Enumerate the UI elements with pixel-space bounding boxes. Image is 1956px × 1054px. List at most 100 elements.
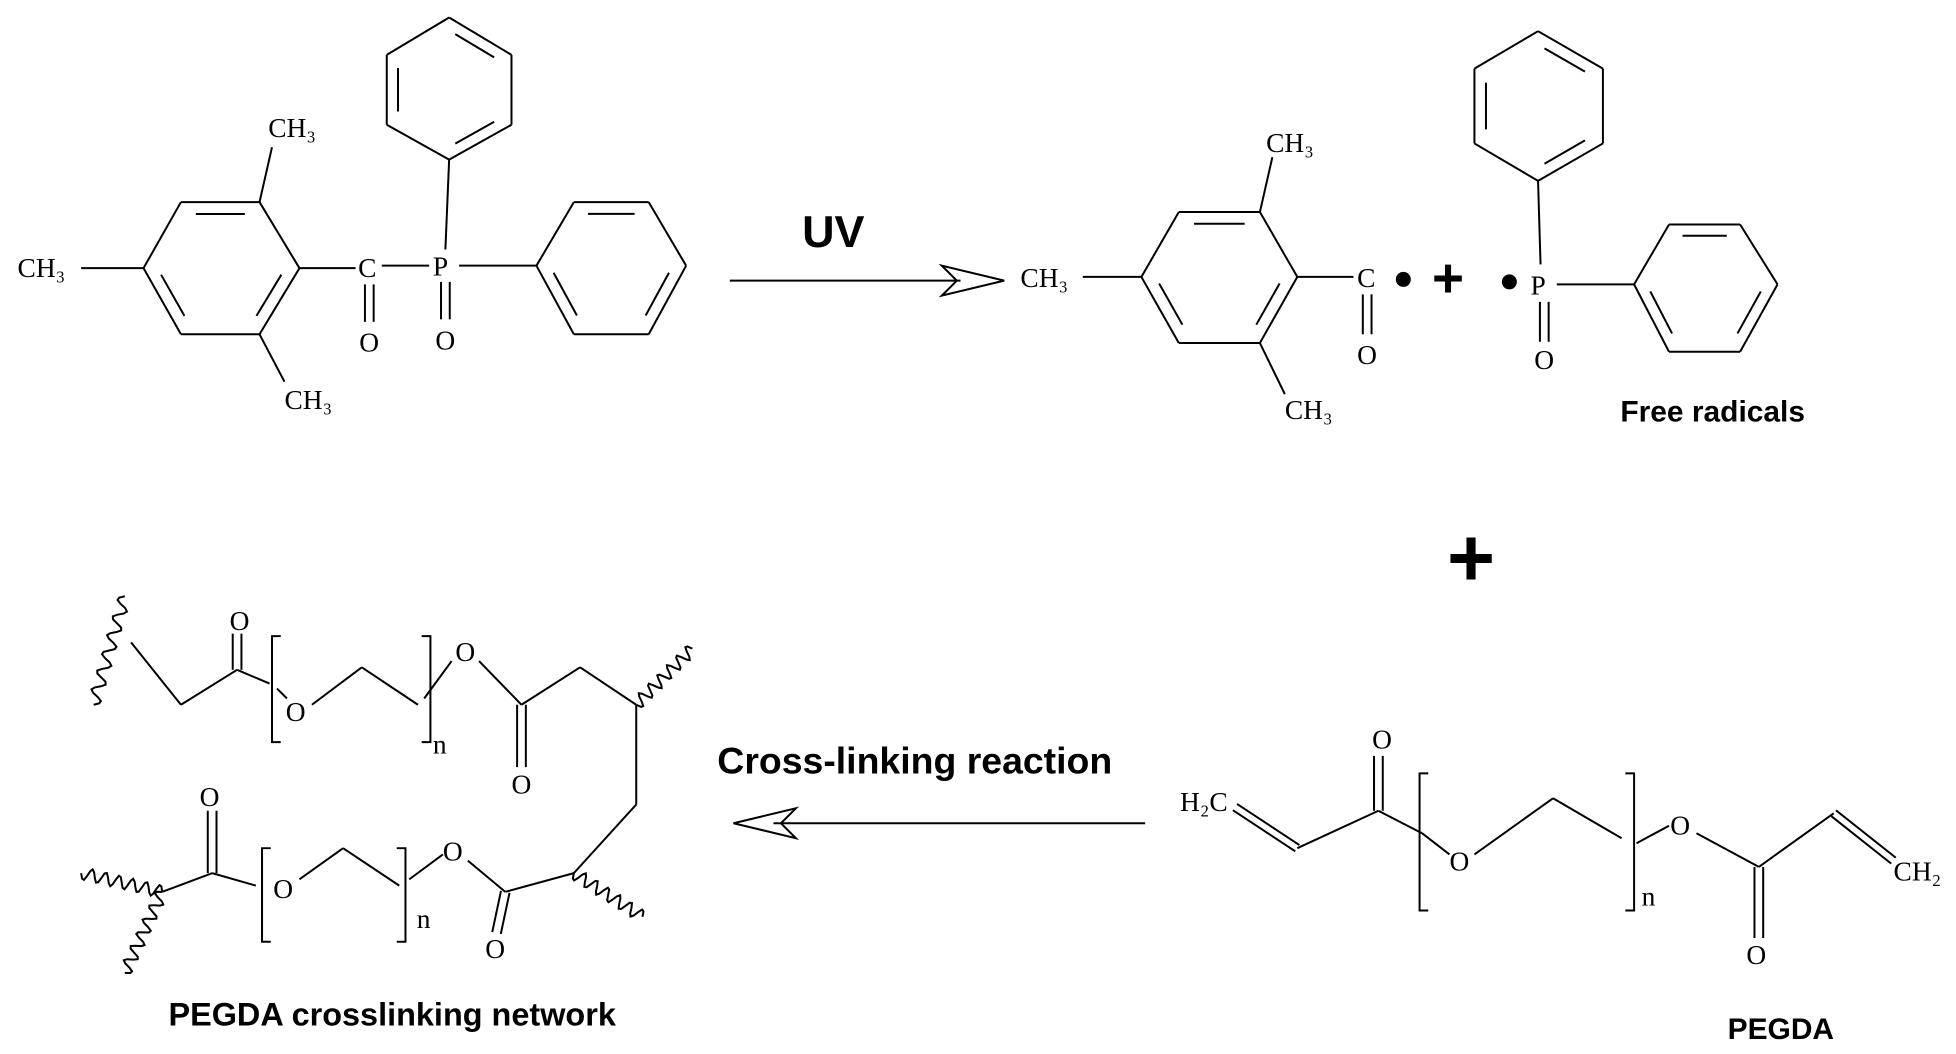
bond xyxy=(1140,276,1180,344)
bond xyxy=(1473,142,1539,182)
bond xyxy=(1258,156,1274,213)
network-caption: PEGDA crosslinking network xyxy=(168,996,616,1032)
atom-label: CH₃ xyxy=(268,113,316,143)
bond xyxy=(361,666,419,706)
bond xyxy=(1259,342,1286,395)
bond xyxy=(444,159,451,250)
bond xyxy=(386,16,450,56)
bond xyxy=(535,201,575,267)
atom-label: O xyxy=(1670,810,1690,840)
bond xyxy=(1633,224,1670,285)
bond xyxy=(1473,30,1539,70)
bond xyxy=(520,666,581,706)
bond xyxy=(258,333,286,383)
repeat-n: n xyxy=(417,904,431,934)
pegda-caption: PEGDA xyxy=(1728,1013,1834,1046)
wavy-bond xyxy=(80,867,164,898)
atom-label: O xyxy=(511,769,531,799)
bond xyxy=(1830,815,1892,865)
bond xyxy=(647,201,687,267)
bond xyxy=(142,201,182,269)
bond xyxy=(467,859,506,893)
bond xyxy=(258,146,273,203)
bond xyxy=(1537,142,1604,182)
bond xyxy=(1736,290,1762,334)
bond xyxy=(1835,809,1897,859)
bond xyxy=(552,272,578,316)
uv-label: UV xyxy=(802,206,864,257)
wavy-bond xyxy=(90,595,129,706)
repeat-bracket xyxy=(1625,772,1636,912)
atom-label: O xyxy=(230,606,250,636)
bond xyxy=(573,803,637,874)
plus-sign: + xyxy=(1432,247,1464,309)
atom-label: O xyxy=(359,328,379,358)
bond xyxy=(160,274,186,317)
bond xyxy=(298,847,344,881)
atom-label: O xyxy=(455,637,475,667)
repeat-n: n xyxy=(433,729,447,759)
bond xyxy=(1649,291,1673,334)
bond xyxy=(1255,282,1281,326)
atom-label: O xyxy=(485,934,505,964)
bond xyxy=(491,890,502,933)
repeat-bracket xyxy=(421,635,432,744)
bond xyxy=(1544,47,1586,73)
repeat-bracket xyxy=(396,847,407,943)
bond xyxy=(1473,797,1554,856)
bond xyxy=(1695,832,1760,868)
atom-label: CH₃ xyxy=(284,385,332,415)
photoinitiator-molecule: CH₃ CH₃ CH₃ C P O O xyxy=(18,113,456,415)
bond xyxy=(1158,282,1184,326)
bond xyxy=(211,872,257,887)
repeat-bracket xyxy=(271,635,281,744)
bonds xyxy=(80,16,1897,975)
bond xyxy=(236,668,270,685)
repeat-bracket xyxy=(261,847,271,943)
bond xyxy=(1552,797,1623,840)
repeat-n: n xyxy=(1642,882,1656,912)
wavy-bond xyxy=(571,872,645,918)
bond xyxy=(258,201,301,269)
atom-label: O xyxy=(286,697,306,727)
pegda-network: O O n O O O O n O O PEGDA crosslinking n… xyxy=(168,606,616,1032)
atom-label: O xyxy=(273,874,293,904)
bond xyxy=(1236,803,1300,846)
bond xyxy=(342,847,400,887)
atom-label: CH₃ xyxy=(1285,395,1333,425)
bond xyxy=(1537,30,1604,70)
arrowhead-icon xyxy=(938,263,1005,298)
bond xyxy=(276,687,288,700)
bond xyxy=(448,16,513,56)
bond xyxy=(579,666,637,706)
bond xyxy=(255,274,283,317)
bond xyxy=(142,267,182,335)
atom-label: O xyxy=(443,837,463,867)
bond xyxy=(311,666,363,706)
bond xyxy=(1259,276,1299,344)
atom-label: CH₃ xyxy=(1266,128,1314,158)
atom-label: P xyxy=(433,252,448,282)
atom-label: C xyxy=(1357,263,1375,293)
bond xyxy=(1633,283,1670,353)
bond xyxy=(258,267,301,335)
bond xyxy=(386,123,450,161)
atom-label: C xyxy=(358,253,376,283)
bond xyxy=(1377,809,1423,835)
bond xyxy=(644,272,670,316)
radical-dot xyxy=(1395,271,1411,287)
pegda-molecule: H₂C O O n O O CH₂ PEGDA xyxy=(1180,724,1941,1046)
atom-label: CH₂ xyxy=(1894,857,1942,887)
atom-label: O xyxy=(1746,940,1766,970)
atom-label: H₂C xyxy=(1180,787,1228,817)
bond xyxy=(1421,832,1451,856)
atom-label: O xyxy=(1357,340,1377,370)
bond xyxy=(478,660,523,706)
bond xyxy=(454,120,495,145)
crosslinking-label: Cross-linking reaction xyxy=(717,739,1112,781)
atom-label: P xyxy=(1531,270,1546,300)
atom-label: CH₃ xyxy=(1020,263,1068,293)
plus-sign: + xyxy=(1447,512,1495,604)
bond xyxy=(1739,223,1779,285)
